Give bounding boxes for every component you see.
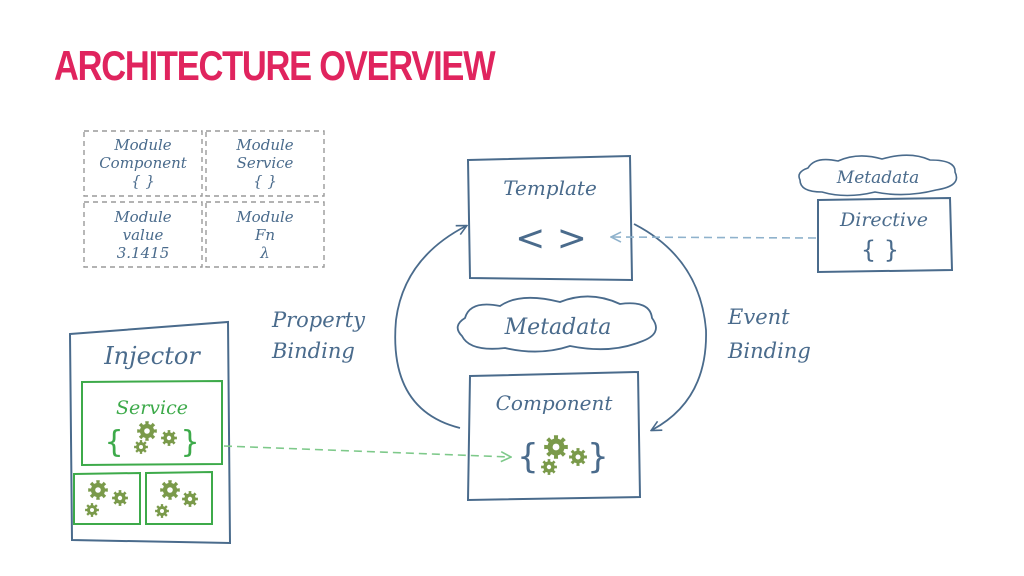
module-service-line2: Service: [237, 154, 294, 172]
module-service-box: [205, 130, 325, 197]
slide-title: ARCHITECTURE OVERVIEW: [54, 42, 496, 89]
module-service-line3: { }: [253, 172, 277, 190]
module-value-line1: Module: [113, 208, 171, 226]
gear-icon: [112, 490, 128, 506]
injector-box: [68, 320, 232, 545]
module-component-line2: Component: [99, 154, 188, 172]
template-box: [466, 154, 634, 282]
cloud-shape: [456, 295, 657, 353]
module-value-box: [83, 201, 203, 268]
module-value-line2: value: [123, 226, 164, 244]
event-binding: Event Binding: [633, 223, 811, 430]
component-node: Component { }: [466, 370, 642, 502]
directive-node: Directive { }: [817, 196, 954, 274]
metadata-top-label: Metadata: [836, 168, 919, 188]
injector-label: Injector: [103, 342, 201, 370]
property-binding: Property Binding: [271, 226, 466, 429]
metadata-center-cloud: Metadata: [456, 295, 657, 353]
directive-box: [817, 196, 954, 274]
gear-icon: [182, 491, 198, 507]
gear-icon: [541, 459, 557, 475]
component-brace-close: }: [587, 437, 609, 477]
injector-node: Injector Service { }: [68, 320, 232, 545]
template-label: Template: [503, 176, 597, 200]
gear-icon: [155, 504, 169, 518]
gear-icon: [569, 448, 587, 466]
gear-icon: [85, 503, 99, 517]
directive-label: Directive: [839, 209, 928, 231]
module-component-box: [83, 130, 203, 197]
module-fn-line3: λ: [259, 244, 270, 262]
metadata-center-label: Metadata: [504, 315, 612, 340]
service-brace-open: {: [104, 425, 123, 460]
property-binding-line1: Property: [271, 308, 366, 332]
module-fn-box: [205, 201, 325, 268]
module-fn-line1: Module: [235, 208, 293, 226]
template-glyph: < >: [515, 218, 587, 259]
directive-glyph: { }: [861, 236, 899, 264]
instance-box-right: [145, 470, 213, 525]
module-component-line3: { }: [131, 172, 155, 190]
gear-icon: [88, 480, 108, 500]
template-node: Template < >: [466, 154, 634, 282]
component-brace-open: {: [517, 437, 539, 477]
event-binding-line1: Event: [727, 305, 790, 329]
cloud-shape: [798, 154, 958, 197]
module-component-line1: Module: [113, 136, 171, 154]
property-binding-line2: Binding: [271, 339, 355, 363]
module-service-line1: Module: [235, 136, 293, 154]
service-label: Service: [116, 397, 188, 419]
directive-to-template-arrow: [612, 237, 817, 238]
component-label: Component: [496, 391, 614, 415]
event-binding-line2: Binding: [727, 339, 811, 363]
gear-icon: [137, 421, 157, 441]
service-box: [81, 379, 223, 467]
instance-box-left: [73, 471, 141, 525]
gear-icon: [544, 435, 568, 459]
property-binding-arrow: [394, 226, 466, 429]
gear-icon: [134, 440, 148, 454]
module-labels: Module Component { } Module Service { } …: [99, 136, 294, 262]
module-fn-line2: Fn: [254, 226, 275, 244]
service-to-component-arrow: [223, 445, 510, 457]
gear-icon: [161, 430, 177, 446]
module-value-line3: 3.1415: [117, 244, 170, 262]
event-binding-arrow: [633, 223, 707, 430]
service-brace-close: }: [180, 425, 199, 460]
gear-group: [85, 421, 587, 518]
component-box: [466, 370, 642, 502]
gear-icon: [160, 480, 180, 500]
metadata-top-cloud: Metadata: [798, 154, 958, 197]
module-grid: [83, 130, 325, 268]
